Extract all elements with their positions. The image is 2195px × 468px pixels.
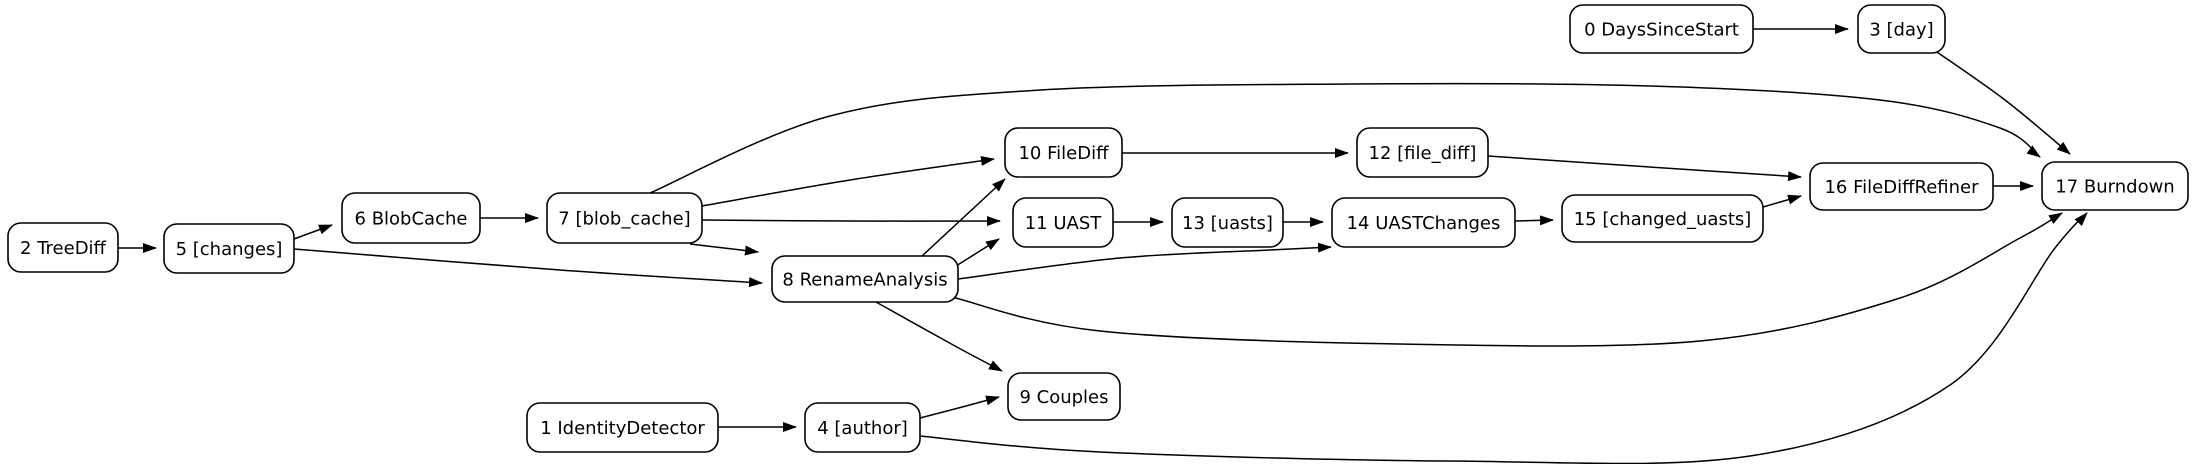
node-17-box <box>2041 161 2189 211</box>
node-12: 12 [file_diff] <box>1356 127 1489 178</box>
edge-8-9 <box>875 301 1003 372</box>
node-2: 2 TreeDiff <box>7 222 119 273</box>
node-16-box <box>1809 162 1994 211</box>
node-5-label: 5 [changes] <box>176 239 283 260</box>
edge-14-15 <box>1514 215 1554 226</box>
node-7: 7 [blob_cache] <box>546 192 703 244</box>
node-13-label: 13 [uasts] <box>1182 213 1273 234</box>
node-13: 13 [uasts] <box>1171 197 1284 248</box>
node-2-box <box>7 222 119 273</box>
node-11: 11 UAST <box>1012 197 1114 248</box>
node-0-label: 0 DaysSinceStart <box>1584 20 1739 41</box>
node-4-label: 4 [author] <box>817 418 908 439</box>
node-17-label: 17 Burndown <box>2055 177 2174 198</box>
edge-8-10 <box>921 178 1006 257</box>
edge-7-17 <box>649 82 2041 194</box>
node-5: 5 [changes] <box>163 223 295 274</box>
node-8-box <box>771 255 959 303</box>
edge-5-8 <box>293 248 763 288</box>
node-7-box <box>546 192 703 244</box>
node-10-label: 10 FileDiff <box>1018 143 1109 164</box>
node-4: 4 [author] <box>804 402 921 453</box>
node-6-label: 6 BlobCache <box>355 209 468 230</box>
node-3-label: 3 [day] <box>1869 20 1933 41</box>
node-9-label: 9 Couples <box>1019 387 1108 408</box>
node-9: 9 Couples <box>1007 372 1121 421</box>
node-7-label: 7 [blob_cache] <box>558 209 690 230</box>
node-8-label: 8 RenameAnalysis <box>782 270 947 291</box>
node-5-box <box>163 223 295 274</box>
edge-4-17 <box>919 212 2088 465</box>
node-16: 16 FileDiffRefiner <box>1809 162 1994 211</box>
node-6-box <box>341 192 481 244</box>
edge-8-17 <box>951 212 2063 347</box>
edge-7-11 <box>701 216 1001 227</box>
node-3: 3 [day] <box>1857 4 1946 54</box>
node-0: 0 DaysSinceStart <box>1569 4 1754 54</box>
node-2-label: 2 TreeDiff <box>20 238 107 259</box>
node-14-label: 14 UASTChanges <box>1347 213 1501 234</box>
edge-12-16 <box>1487 155 1802 182</box>
node-10: 10 FileDiff <box>1004 127 1123 178</box>
node-12-box <box>1356 127 1489 178</box>
node-14-box <box>1331 197 1516 248</box>
node-13-box <box>1171 197 1284 248</box>
node-11-label: 11 UAST <box>1025 213 1103 234</box>
node-15-label: 15 [changed_uasts] <box>1574 209 1752 230</box>
node-15-box <box>1561 194 1764 243</box>
node-17: 17 Burndown <box>2041 161 2189 211</box>
node-6: 6 BlobCache <box>341 192 481 244</box>
node-10-box <box>1004 127 1123 178</box>
node-14: 14 UASTChanges <box>1331 197 1516 248</box>
node-3-box <box>1857 4 1946 54</box>
node-9-box <box>1007 372 1121 421</box>
node-1: 1 IdentityDetector <box>526 402 719 453</box>
node-0-box <box>1569 4 1754 54</box>
node-4-box <box>804 402 921 453</box>
edges-layer <box>118 24 2088 465</box>
edge-8-14 <box>957 242 1332 280</box>
node-15: 15 [changed_uasts] <box>1561 194 1764 243</box>
node-1-label: 1 IdentityDetector <box>540 418 705 439</box>
nodes-layer: 0 DaysSinceStart 1 IdentityDetector 2 Tree… <box>7 4 2189 453</box>
edge-15-16 <box>1762 194 1802 208</box>
edge-3-17 <box>1933 49 2071 155</box>
node-11-box <box>1012 197 1114 248</box>
edge-7-10 <box>701 155 995 207</box>
edge-8-11 <box>955 238 1000 267</box>
edge-5-6 <box>293 224 333 240</box>
edge-7-8 <box>689 243 759 256</box>
node-16-label: 16 FileDiffRefiner <box>1824 177 1979 198</box>
edge-4-9 <box>919 395 1000 419</box>
node-8: 8 RenameAnalysis <box>771 255 959 303</box>
node-1-box <box>526 402 719 453</box>
node-12-label: 12 [file_diff] <box>1369 143 1477 164</box>
